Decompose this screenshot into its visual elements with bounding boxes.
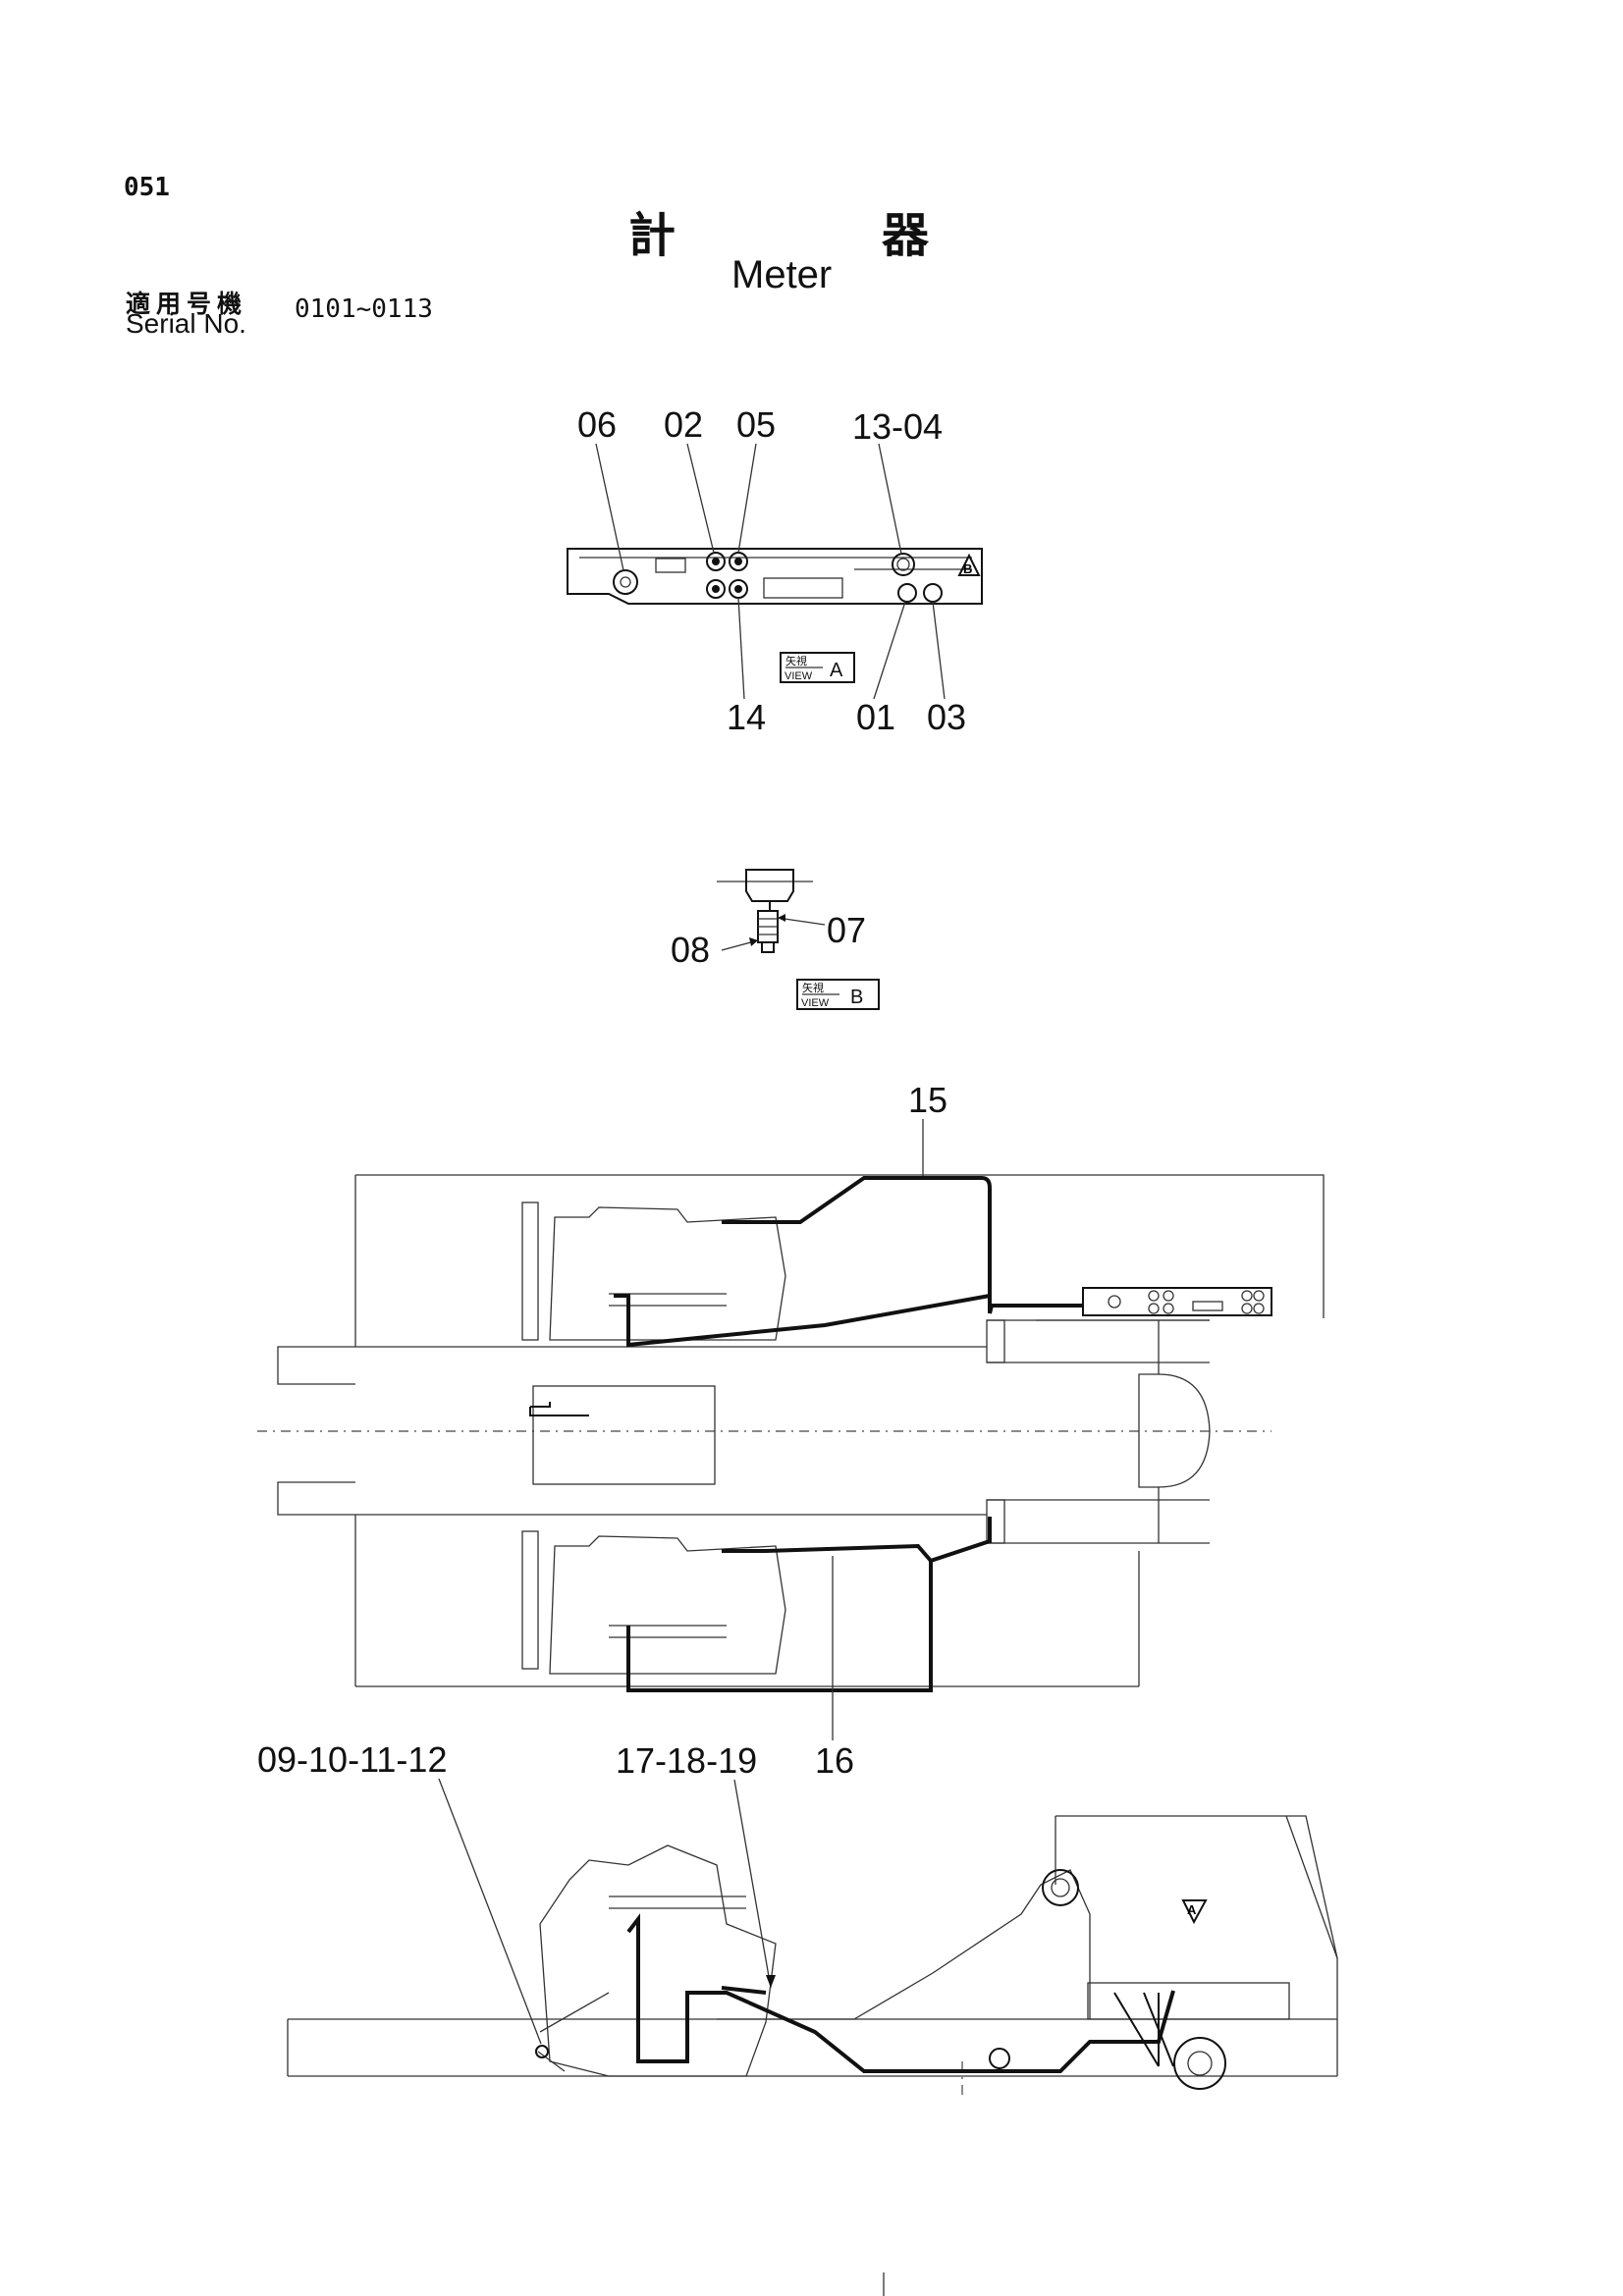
view-b-detail: 07 08 xyxy=(671,869,866,970)
view-b-word: VIEW xyxy=(801,997,830,1009)
view-a-kanji: 矢視 xyxy=(785,654,807,667)
callout-09-10-11-12: 09-10-11-12 xyxy=(257,1739,447,1780)
view-b-kanji: 矢視 xyxy=(802,981,824,994)
serial-range: 0101~0113 xyxy=(295,294,433,324)
callout-05: 05 xyxy=(736,404,776,445)
view-a-word: VIEW xyxy=(784,670,813,682)
callout-14: 14 xyxy=(727,697,766,737)
view-a-marker-b: B xyxy=(963,561,972,576)
serial-label-japanese: 適用号機 xyxy=(126,290,248,318)
callout-15: 15 xyxy=(908,1080,947,1120)
plan-view-harness: 15 16 xyxy=(614,1080,1083,1781)
title-english: Meter xyxy=(731,253,833,296)
serial-label-english: Serial No. xyxy=(126,308,246,339)
view-a-tag: 矢視 VIEW A xyxy=(780,652,855,683)
callout-02: 02 xyxy=(664,404,703,445)
view-b-tag: 矢視 VIEW B xyxy=(796,979,880,1010)
callout-06: 06 xyxy=(577,404,617,445)
view-b-letter: B xyxy=(850,987,863,1008)
side-view-frame: A xyxy=(287,1815,1338,2101)
callout-07: 07 xyxy=(827,910,866,950)
callout-16: 16 xyxy=(815,1740,854,1781)
title-japanese: 計器 xyxy=(628,208,1136,263)
callout-08: 08 xyxy=(671,930,710,970)
plan-view-frame xyxy=(257,1174,1325,1687)
side-view-marker-a: A xyxy=(1187,1902,1197,1917)
callout-17-18-19: 17-18-19 xyxy=(616,1740,757,1781)
view-a-panel: B xyxy=(567,548,983,605)
callout-01: 01 xyxy=(856,697,895,737)
view-a-callouts: 06 02 05 13-04 14 01 03 xyxy=(577,404,966,737)
callout-13-04: 13-04 xyxy=(852,406,943,447)
view-a-letter: A xyxy=(830,660,843,681)
page-number: 051 xyxy=(124,173,170,202)
callout-03: 03 xyxy=(927,697,966,737)
side-view-harness: 09-10-11-12 17-18-19 xyxy=(257,1739,1175,2073)
